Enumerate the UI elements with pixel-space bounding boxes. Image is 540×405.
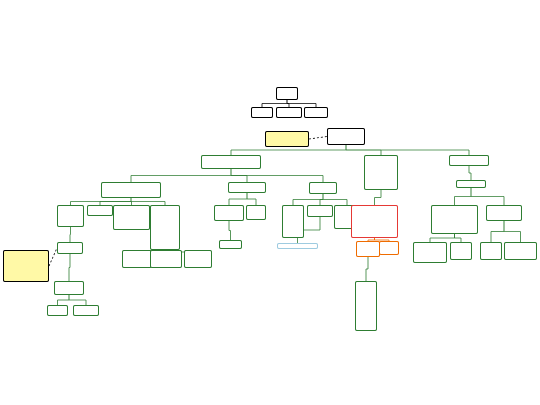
tree-node[interactable] — [480, 242, 502, 260]
tree-node[interactable] — [57, 205, 84, 227]
tree-node[interactable] — [304, 107, 328, 118]
tree-node[interactable] — [355, 281, 377, 331]
tree-node[interactable] — [456, 180, 486, 188]
tree-node[interactable] — [450, 242, 472, 260]
tree-node[interactable] — [449, 155, 489, 166]
tree-node[interactable] — [214, 205, 244, 221]
tree-node[interactable] — [87, 205, 113, 216]
tree-node[interactable] — [276, 107, 302, 118]
note-box[interactable] — [3, 250, 49, 282]
tree-node[interactable] — [277, 243, 318, 249]
tree-node[interactable] — [150, 250, 182, 268]
tree-node[interactable] — [486, 205, 522, 221]
tree-node[interactable] — [73, 305, 99, 316]
tree-node[interactable] — [113, 205, 150, 230]
tree-node[interactable] — [122, 250, 152, 268]
tree-node[interactable] — [504, 242, 537, 260]
tree-node[interactable] — [251, 107, 273, 118]
tree-node[interactable] — [150, 205, 180, 250]
tree-node[interactable] — [364, 155, 398, 190]
tree-node[interactable] — [184, 250, 212, 268]
note-connector — [308, 136, 328, 140]
tree-node[interactable] — [228, 182, 266, 193]
note-connector — [48, 247, 58, 267]
tree-node[interactable] — [54, 281, 84, 295]
tree-node[interactable] — [327, 128, 365, 145]
tree-node[interactable] — [379, 241, 399, 255]
tree-node[interactable] — [413, 242, 447, 263]
tree-node[interactable] — [219, 240, 242, 249]
tree-node[interactable] — [431, 205, 478, 234]
note-box[interactable] — [265, 131, 309, 147]
tree-node[interactable] — [309, 182, 337, 194]
tree-node[interactable] — [351, 205, 398, 238]
tree-node[interactable] — [57, 242, 83, 254]
tree-node[interactable] — [356, 241, 380, 257]
tree-node[interactable] — [246, 205, 266, 220]
tree-node[interactable] — [201, 155, 261, 169]
tree-node[interactable] — [47, 305, 68, 316]
tree-node[interactable] — [101, 182, 161, 198]
tree-node[interactable] — [276, 87, 298, 100]
tree-node[interactable] — [307, 205, 333, 217]
tree-node[interactable] — [282, 205, 304, 238]
